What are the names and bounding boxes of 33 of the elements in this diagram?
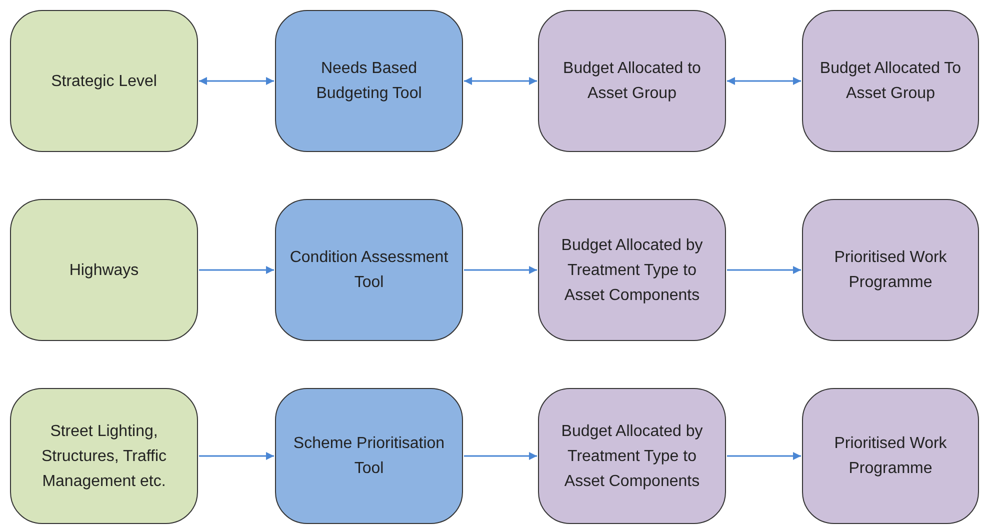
node-label: Budget Allocated by Treatment Type to Asset Components	[560, 422, 704, 492]
arrow	[199, 266, 274, 274]
node-label: Prioritised Work Programme	[833, 434, 948, 479]
node-label: Budget Allocated To Asset Group	[818, 59, 962, 104]
node-label: Budget Allocated to Asset Group	[562, 59, 702, 104]
arrow	[727, 266, 801, 274]
arrow	[464, 452, 537, 460]
budget-box	[538, 199, 726, 341]
arrow	[464, 77, 537, 85]
node-label: Budget Allocated by Treatment Type to Asset Components	[560, 236, 704, 306]
node-label: Highways	[69, 260, 139, 280]
node-label: Needs Based Budgeting Tool	[315, 59, 423, 104]
level-box	[10, 388, 198, 524]
output-box	[802, 10, 979, 152]
arrow	[464, 266, 537, 274]
level-box	[10, 199, 198, 341]
budget-box	[538, 388, 726, 524]
output-box	[802, 199, 979, 341]
node-label: Prioritised Work Programme	[833, 248, 948, 293]
budget-box	[538, 10, 726, 152]
node-label: Scheme Prioritisation Tool	[292, 434, 446, 479]
tool-box	[275, 388, 463, 524]
arrow	[199, 77, 274, 85]
node-label: Strategic Level	[51, 72, 157, 92]
node-label: Street Lighting, Structures, Traffic Management etc.	[40, 422, 168, 492]
arrow	[727, 452, 801, 460]
tool-box	[275, 10, 463, 152]
arrow	[199, 452, 274, 460]
arrow	[727, 77, 801, 85]
level-box	[10, 10, 198, 152]
output-box	[802, 388, 979, 524]
node-label: Condition Assessment Tool	[288, 248, 450, 293]
tool-box	[275, 199, 463, 341]
